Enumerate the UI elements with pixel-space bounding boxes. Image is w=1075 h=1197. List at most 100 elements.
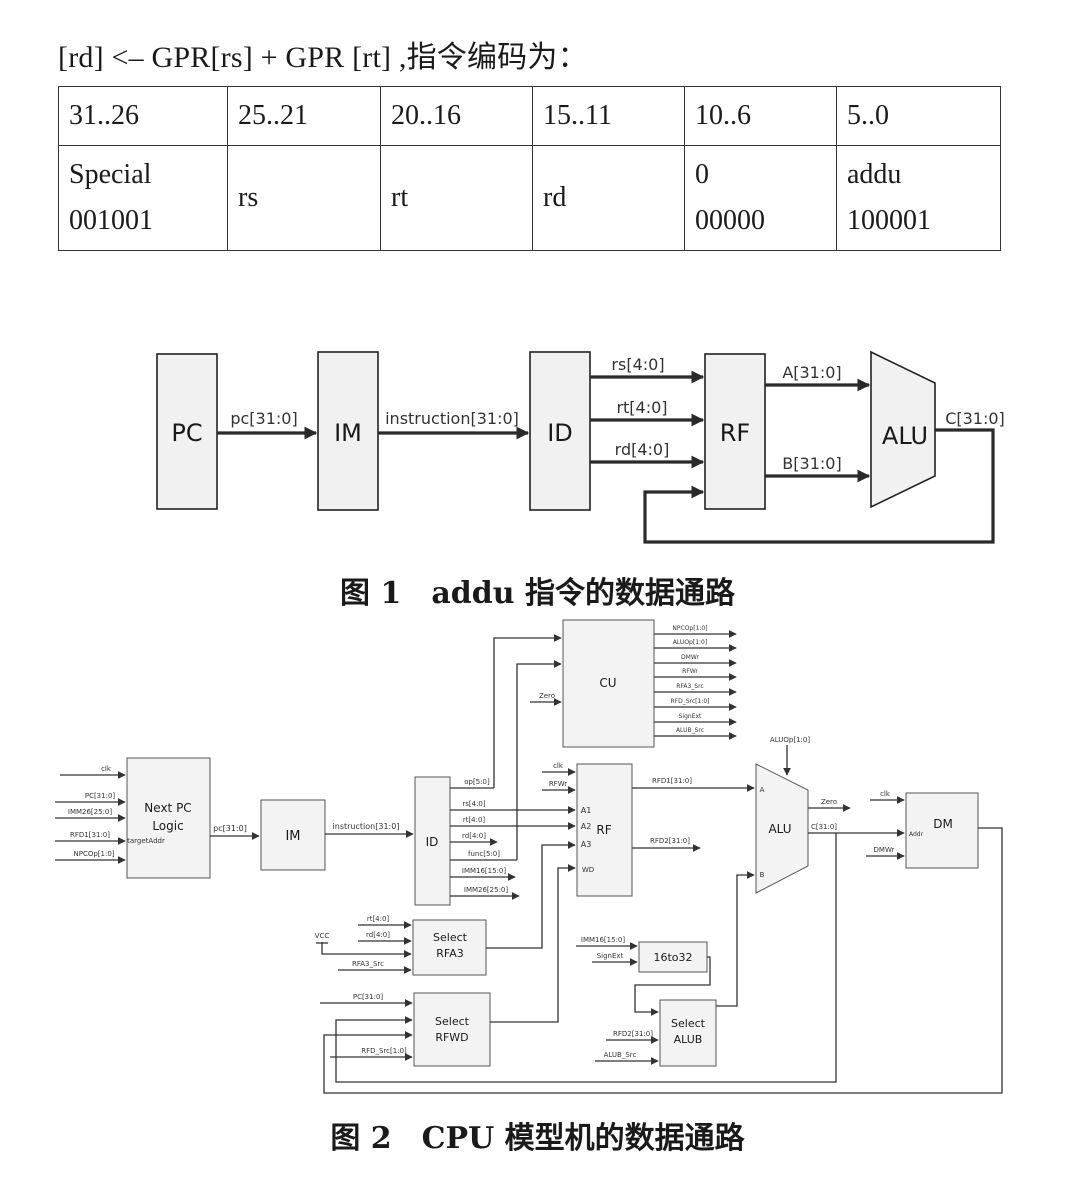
rf-a1-label: A1 [581,806,592,815]
rf-clk-label: clk [553,762,564,770]
cell-line: 00000 [695,205,765,236]
select-alub-label: Select [671,1017,706,1030]
cu-aluop-label: ALUOp[1:0] [673,639,707,646]
cu-label: CU [599,676,616,690]
cu-alub-label: ALUB_Src [676,727,704,734]
ext-imm-label: IMM16[15:0] [581,936,626,944]
table-header-cell: 10..6 [684,86,837,146]
addu-formula: [rd] <– GPR[rs] + GPR [rt] ,指令编码为： [58,41,588,74]
imm16-label: IMM16[15:0] [462,867,507,875]
ext-16to32-label: 16to32 [653,951,692,964]
im2-label: IM [285,829,300,844]
rf-label: RF [720,419,750,447]
next-pc-label: Logic [152,819,183,833]
next-pc-label: Next PC [144,801,191,815]
rfa3-rt-label: rt[4:0] [367,915,390,923]
alub-src-label: ALUB_Src [604,1051,637,1059]
id2-label: ID [426,835,439,849]
alu-to-rfwd-wire [335,833,837,1083]
instr2-label: instruction[31:0] [333,822,400,831]
instruction-signal-label: instruction[31:0] [385,409,519,428]
rf2-label: RF [596,823,611,837]
select-rfwd-label: Select [435,1015,470,1028]
dmwr-label: DMWr [874,846,895,854]
rfa3-src-label: RFA3_Src [352,960,384,968]
dm-clk-label: clk [880,790,891,798]
alub-rfd2-label: RFD2[31:0] [613,1030,653,1038]
pc-signal-label: pc[31:0] [230,409,297,428]
cu-rfd-label: RFD_Src[1:0] [670,698,709,705]
ext-16to32-block [638,941,708,973]
cu-dmwr-label: DMWr [681,654,699,661]
alu2-block [755,763,809,894]
rf-wd-label: WD [582,866,594,874]
select-rfa3-label: RFA3 [436,947,463,960]
cu-signext-label: SignExt [679,713,702,720]
imm26b-label: IMM26[25:0] [464,886,509,894]
c2-label: C[31:0] [811,823,837,831]
select-alub-label: ALUB [674,1033,703,1046]
rt2-label: rt[4:0] [463,816,486,824]
cu-zero-label: Zero [539,692,555,700]
rf2-block [576,763,633,897]
im-block [317,351,379,511]
rt-signal-label: rt[4:0] [616,398,667,417]
table-header-cell: 15..11 [532,86,685,146]
c-feedback-wire [643,428,995,544]
dm-label: DM [933,817,953,831]
figure2-diagram: Next PC Logic IM ID CU RF ALU DM Select … [55,619,1003,1094]
alu-label: ALU [882,422,928,450]
pc-label: PC [171,419,202,447]
rfwd-to-rf-wire [490,864,576,1023]
id-label: ID [547,419,573,447]
select-rfa3-label: Select [433,931,468,944]
im-label: IM [334,419,362,447]
figure1-diagram: PC IM ID RF ALU pc[31:0] instruction[31:… [156,350,1005,544]
rd2-label: rd[4:0] [462,832,486,840]
npc-npcop-label: NPCOp[1:0] [73,850,114,858]
figure1-caption: 图 1 addu 指令的数据通路 [340,576,735,611]
rf-a3-label: A3 [581,840,592,849]
op-label: op[5:0] [464,778,490,786]
rf-block [704,353,766,510]
op-to-cu-wire [493,634,562,788]
a-signal-label: A[31:0] [782,363,841,382]
table-cell-rd: rd [532,145,685,251]
im2-block [260,799,326,871]
select-rfwd-block [413,992,491,1067]
id2-block [414,776,451,906]
cell-line: addu [847,159,902,190]
cell-line: 100001 [847,205,931,236]
npc-rfd1-label: RFD1[31:0] [70,831,110,839]
cu-block [562,619,655,748]
alu2-label: ALU [768,822,791,836]
vcc-wire [321,942,412,958]
alu-b-label: B [760,871,765,879]
rf-rfwr-label: RFWr [549,780,567,788]
next-pc-block [126,757,211,879]
cell-line: 001001 [69,205,153,236]
npc-target-label: targetAddr [127,837,165,845]
rfa3-rd-label: rd[4:0] [366,931,390,939]
select-rfwd-label: RFWD [435,1031,468,1044]
encoding-table: 31..26 25..21 20..16 15..11 10..6 5..0 S… [58,86,1001,251]
rs2-label: rs[4:0] [462,800,486,808]
table-cell-funct: addu 100001 [836,145,1001,251]
cell-line: Special [69,159,152,190]
select-alub-block [659,999,717,1067]
rfd-src-label: RFD_Src[1:0] [361,1047,407,1055]
dm-to-rfwd-wire [323,827,1003,1094]
vcc-label: VCC [315,932,330,940]
table-header-cell: 5..0 [836,86,1001,146]
cu-npcop-label: NPCOp[1:0] [672,625,707,632]
func-to-cu-wire [516,660,562,860]
rs-signal-label: rs[4:0] [611,355,664,374]
zero-out-label: Zero [821,798,837,806]
rd-signal-label: rd[4:0] [615,440,670,459]
alub-to-alu-wire [716,871,755,1007]
npc-clk-label: clk [101,765,112,773]
rf-a2-label: A2 [581,822,592,831]
